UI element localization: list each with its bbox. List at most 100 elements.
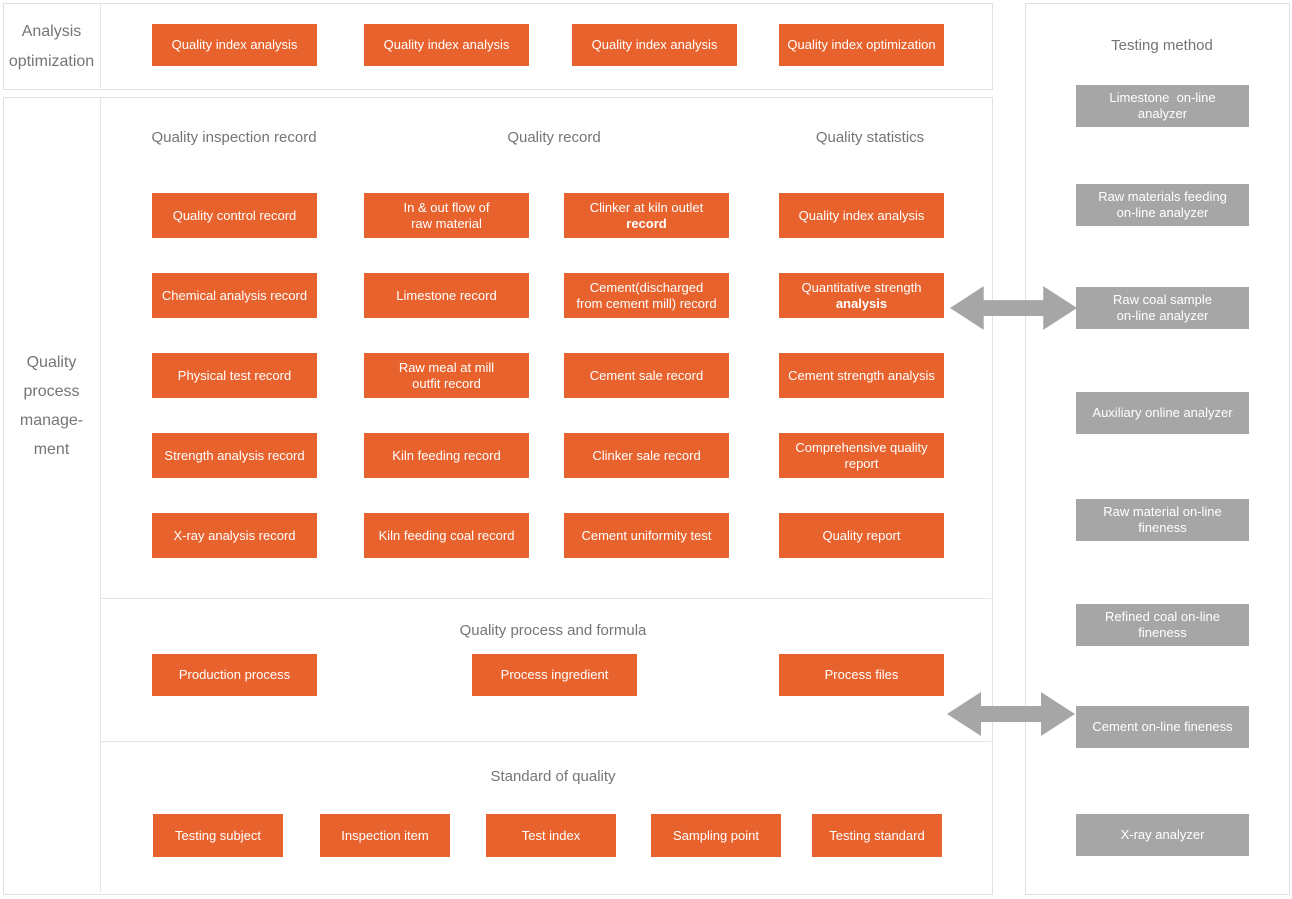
button-label: raw material [411, 215, 482, 231]
button-test-index[interactable]: Test index [486, 814, 616, 857]
double-arrow-icon [947, 692, 1075, 736]
button-quality-index-analysis[interactable]: Quality index analysis [364, 24, 529, 66]
button-label: Quality index analysis [383, 37, 510, 52]
button-label: Raw meal at mill [398, 359, 495, 375]
button-label: Strength analysis record [164, 447, 305, 463]
button-label: Cement uniformity test [581, 527, 712, 543]
button-physical-test-record[interactable]: Physical test record [152, 353, 317, 398]
header-quality-statistics: Quality statistics [815, 129, 925, 146]
button-label: Chemical analysis record [161, 287, 308, 303]
button-quality-report[interactable]: Quality report [779, 513, 944, 558]
header-standard-of-quality: Standard of quality [490, 768, 616, 785]
button-label: analyzer [1137, 106, 1188, 121]
double-arrow-icon [950, 286, 1077, 330]
analysis-optimization-label: Analysis optimization [8, 23, 95, 70]
button-quality-index-optimization[interactable]: Quality index optimization [779, 24, 944, 66]
button-process-files[interactable]: Process files [779, 654, 944, 696]
button-label: outfit record [412, 375, 481, 391]
button-label: Quality index analysis [171, 37, 298, 52]
header-quality-process-and-formula: Quality process and formula [459, 622, 647, 639]
button-label: Process files [824, 667, 899, 682]
button-testing-standard[interactable]: Testing standard [812, 814, 942, 857]
button-label: Cement on-line fineness [1092, 719, 1233, 734]
divider [101, 741, 991, 742]
button-cement-uniformity-test[interactable]: Cement uniformity test [564, 513, 729, 558]
button-label: Cement strength analysis [788, 367, 935, 383]
button-cement-on-line-fineness[interactable]: Cement on-line fineness [1076, 706, 1249, 748]
button-label: Limestone record [396, 287, 497, 303]
button-label: X-ray analyzer [1120, 827, 1205, 842]
button-label: Quantitative strength [801, 279, 922, 295]
button-kiln-feeding-coal-record[interactable]: Kiln feeding coal record [364, 513, 529, 558]
button-quality-index-analysis[interactable]: Quality index analysis [572, 24, 737, 66]
button-label: Physical test record [177, 367, 292, 383]
button-label: Clinker at kiln outlet [589, 199, 704, 215]
button-quality-index-analysis[interactable]: Quality index analysis [152, 24, 317, 66]
button-label: Limestone on-line [1109, 90, 1216, 105]
button-label: on-line analyzer [1116, 308, 1209, 323]
button-label: report [844, 455, 879, 471]
button-label: Testing standard [829, 827, 925, 843]
button-label: Comprehensive quality [795, 439, 928, 455]
button-production-process[interactable]: Production process [152, 654, 317, 696]
button-label: Kiln feeding record [392, 447, 501, 463]
button-kiln-feeding-record[interactable]: Kiln feeding record [364, 433, 529, 478]
button-label: on-line analyzer [1116, 205, 1209, 220]
button-label: Quality report [822, 527, 901, 543]
button-label: X-ray analysis record [173, 527, 296, 543]
button-cement-strength-analysis[interactable]: Cement strength analysis [779, 353, 944, 398]
button-label: Raw material on-line [1103, 504, 1222, 519]
header-quality-inspection-record: Quality inspection record [151, 129, 317, 146]
button-label: Inspection item [341, 827, 429, 843]
button-cement-sale-record[interactable]: Cement sale record [564, 353, 729, 398]
button-chemical-analysis-record[interactable]: Chemical analysis record [152, 273, 317, 318]
button-x-ray-analyzer[interactable]: X-ray analyzer [1076, 814, 1249, 856]
button-testing-subject[interactable]: Testing subject [153, 814, 283, 857]
button-clinker-sale-record[interactable]: Clinker sale record [564, 433, 729, 478]
header-quality-record: Quality record [507, 129, 601, 146]
button-label: Quality index analysis [591, 37, 718, 52]
button-label: Auxiliary online analyzer [1092, 405, 1233, 420]
button-label: In & out flow of [403, 199, 490, 215]
button-label: Production process [178, 667, 291, 682]
header-testing-method: Testing method [1111, 37, 1213, 54]
divider [100, 98, 101, 892]
button-inspection-item[interactable]: Inspection item [320, 814, 450, 857]
button-sampling-point[interactable]: Sampling point [651, 814, 781, 857]
button-auxiliary-online-analyzer[interactable]: Auxiliary online analyzer [1076, 392, 1249, 434]
button-label: Quality index analysis [798, 207, 925, 223]
button-label: analysis [835, 295, 888, 311]
button-label: Kiln feeding coal record [378, 527, 515, 543]
button-label: Quality control record [172, 207, 297, 223]
button-limestone-record[interactable]: Limestone record [364, 273, 529, 318]
button-label: fineness [1138, 520, 1187, 535]
quality-process-management-label: Quality process manage- ment [19, 354, 84, 458]
button-label: Testing subject [175, 827, 261, 843]
button-strength-analysis-record[interactable]: Strength analysis record [152, 433, 317, 478]
button-process-ingredient[interactable]: Process ingredient [472, 654, 637, 696]
button-label: record [626, 215, 667, 231]
button-quality-index-analysis[interactable]: Quality index analysis [779, 193, 944, 238]
button-quality-control-record[interactable]: Quality control record [152, 193, 317, 238]
button-label: Sampling point [673, 827, 759, 843]
button-label: Cement sale record [589, 367, 704, 383]
divider [100, 4, 101, 88]
testing-method-panel [1025, 3, 1290, 895]
button-label: Clinker sale record [592, 447, 701, 463]
button-label: Raw coal sample [1113, 292, 1212, 307]
divider [101, 598, 991, 599]
button-x-ray-analysis-record[interactable]: X-ray analysis record [152, 513, 317, 558]
button-label: Refined coal on-line [1105, 609, 1220, 624]
